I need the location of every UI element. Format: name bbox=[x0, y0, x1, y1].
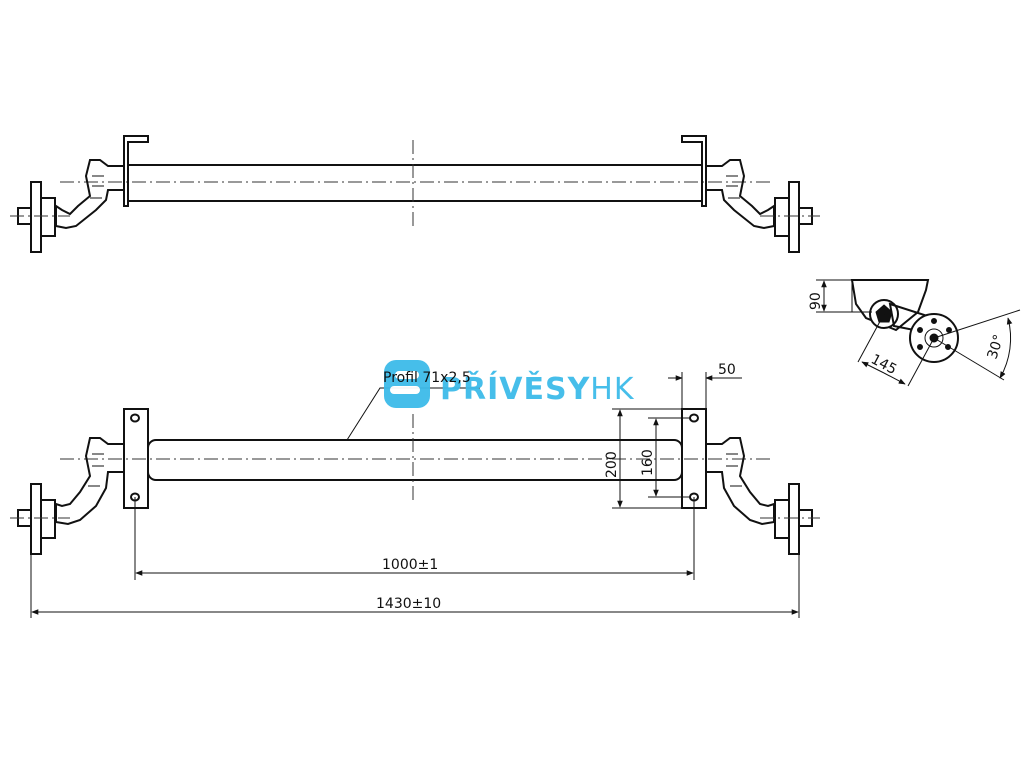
logo-brand-suffix: HK bbox=[590, 372, 635, 407]
top-left-hub bbox=[10, 159, 124, 253]
dim-arm-angle-label: 30° bbox=[985, 333, 1008, 362]
dim-flange-width-label: 50 bbox=[718, 362, 736, 378]
dim-side-height-label: 90 bbox=[808, 292, 824, 310]
privesy-logo: PŘÍVĚSYHK bbox=[384, 360, 635, 408]
front-view-axle bbox=[10, 408, 820, 555]
logo-brand-text: PŘÍVĚSYHK bbox=[440, 371, 635, 407]
side-view-axle bbox=[816, 279, 1021, 387]
logo-brand-main: PŘÍVĚSY bbox=[440, 371, 591, 407]
dim-bracket-hole-label: 160 bbox=[640, 449, 656, 476]
dim-arm-length-label: 145 bbox=[868, 351, 899, 378]
dim-inner-width-label: 1000±1 bbox=[382, 557, 438, 573]
front-right-hub bbox=[706, 437, 820, 555]
top-view-axle bbox=[10, 135, 820, 253]
top-right-hub bbox=[706, 159, 820, 253]
dim-bracket-outer-label: 200 bbox=[604, 451, 620, 478]
logo-mark-icon bbox=[384, 360, 430, 408]
dim-total-width-label: 1430±10 bbox=[376, 596, 441, 612]
dimension-lines bbox=[30, 372, 800, 618]
front-left-hub bbox=[10, 437, 124, 555]
profile-label: Profil 71x2,5 bbox=[383, 370, 471, 386]
